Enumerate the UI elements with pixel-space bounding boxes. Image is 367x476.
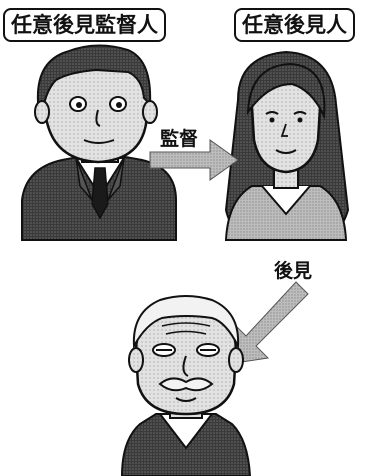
supervisor-label: 任意後見監督人 [3, 8, 166, 42]
principal-person-figure [120, 295, 252, 476]
supervisor-person-figure [21, 44, 177, 241]
supervise-relation-label: 監督 [160, 128, 199, 150]
guardianship-arrow [227, 281, 309, 365]
guardianship-relation-label: 後見 [274, 260, 313, 282]
supervise-arrow [149, 139, 239, 181]
guardian-label: 任意後見人 [234, 8, 355, 42]
guardian-person-figure [224, 50, 350, 241]
